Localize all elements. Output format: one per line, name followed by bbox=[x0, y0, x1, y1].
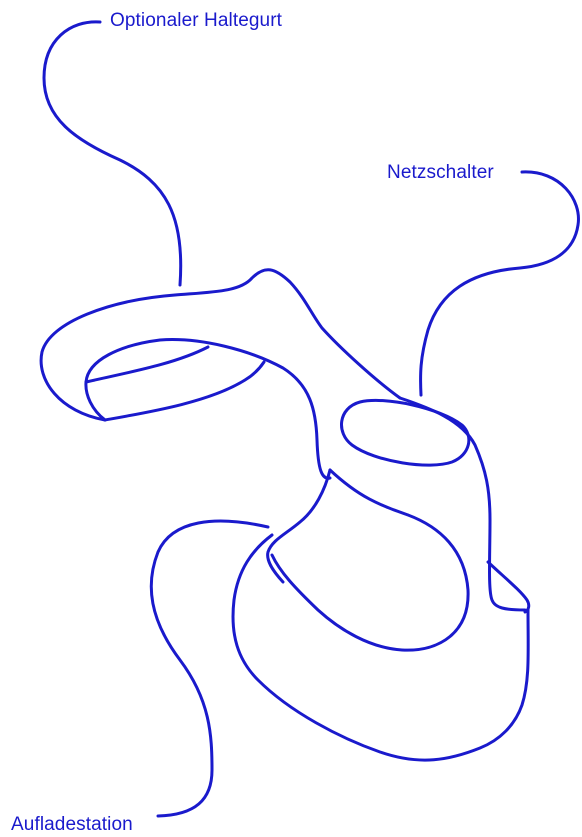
leader-line-strap bbox=[42, 20, 183, 287]
label-optional-strap: Optionaler Haltegurt bbox=[110, 10, 283, 31]
charging-base-rear bbox=[486, 560, 531, 614]
label-charging-station: Aufladestation bbox=[11, 814, 133, 835]
power-switch-button bbox=[340, 398, 471, 467]
body-front-curve bbox=[270, 468, 470, 652]
handle-inner-underside bbox=[103, 360, 266, 422]
handle-ridge bbox=[84, 345, 210, 384]
label-power-switch: Netzschalter bbox=[387, 162, 494, 183]
body-right-side bbox=[398, 396, 527, 612]
neck-front bbox=[266, 468, 332, 584]
leader-line-power-switch bbox=[419, 170, 580, 397]
handle-outer-loop bbox=[39, 268, 402, 422]
charging-base-top bbox=[231, 533, 530, 762]
leader-line-charging-station bbox=[149, 519, 270, 818]
handle-inner-loop bbox=[84, 338, 332, 480]
